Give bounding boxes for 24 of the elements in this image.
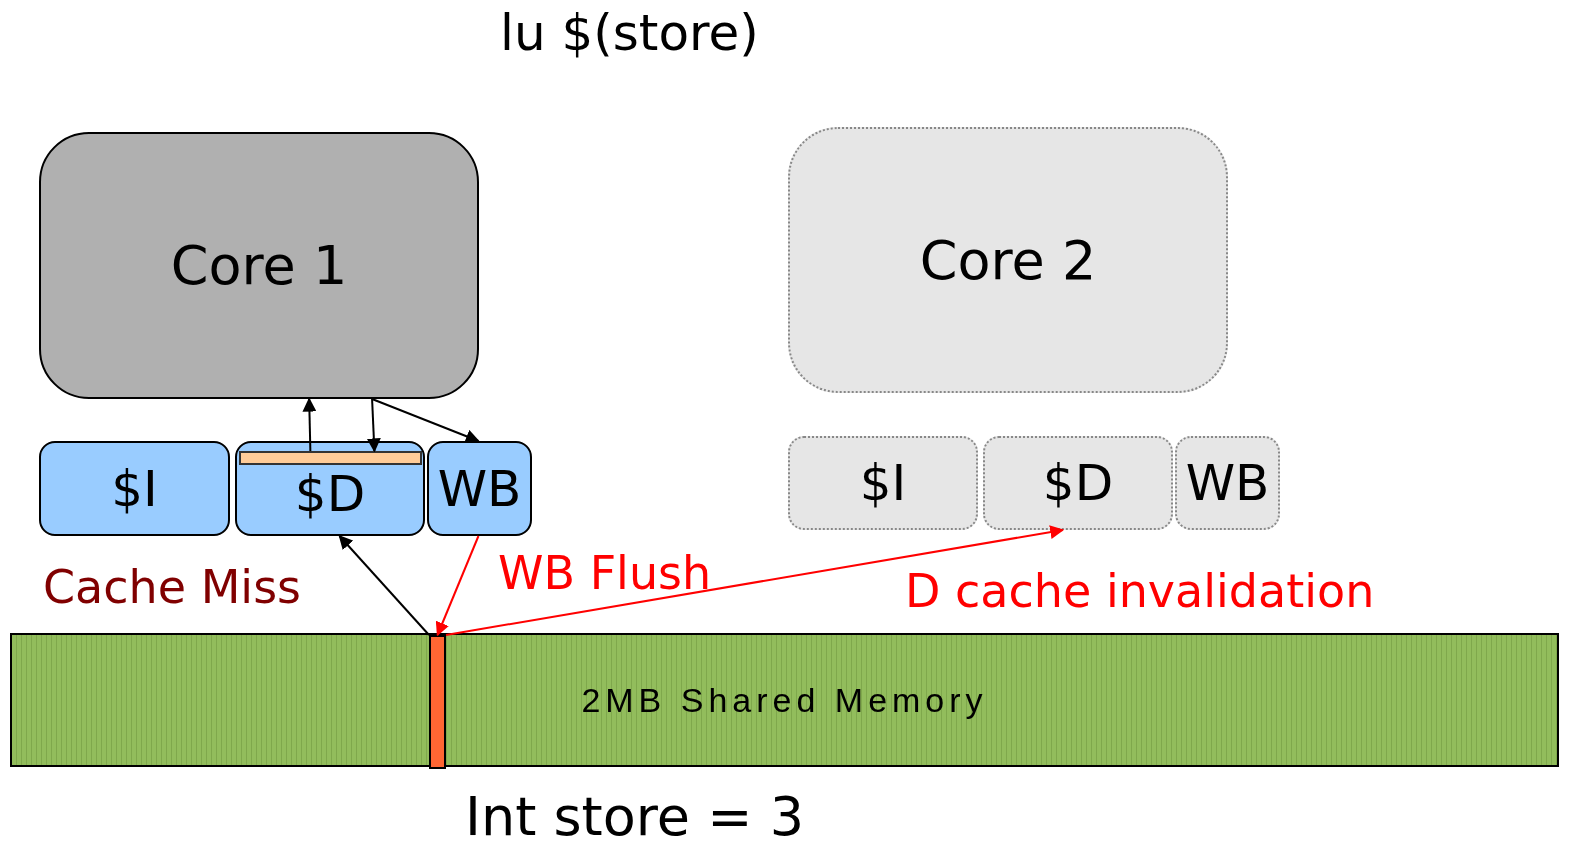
edge-label: WB Flush: [498, 546, 712, 600]
caption: Int store = 3: [465, 785, 804, 848]
title: lu $(store): [500, 4, 759, 62]
cache-box: $I: [788, 436, 978, 530]
cache-box: $I: [39, 441, 230, 536]
arrow: [366, 398, 381, 453]
arrow: [445, 525, 1065, 636]
core-box: Core 2: [788, 127, 1228, 393]
cache-box: [235, 441, 425, 536]
edge-label: D cache invalidation: [905, 564, 1375, 618]
node-label: $D: [294, 464, 366, 523]
core-box: Core 1: [39, 132, 479, 399]
edge-label: Cache Miss: [43, 560, 302, 614]
arrow: [371, 398, 480, 443]
cache-line-bar: [239, 451, 422, 465]
memory-bar: [10, 633, 1559, 767]
cache-box: $D: [983, 436, 1173, 530]
write-buffer-box: WB: [427, 441, 532, 536]
arrow: [302, 397, 317, 452]
node-label: 2MB Shared Memory: [581, 680, 988, 720]
arrow: [338, 534, 430, 636]
write-buffer-box: WB: [1175, 436, 1280, 530]
memory-cell: [429, 635, 446, 769]
arrow: [435, 535, 480, 637]
